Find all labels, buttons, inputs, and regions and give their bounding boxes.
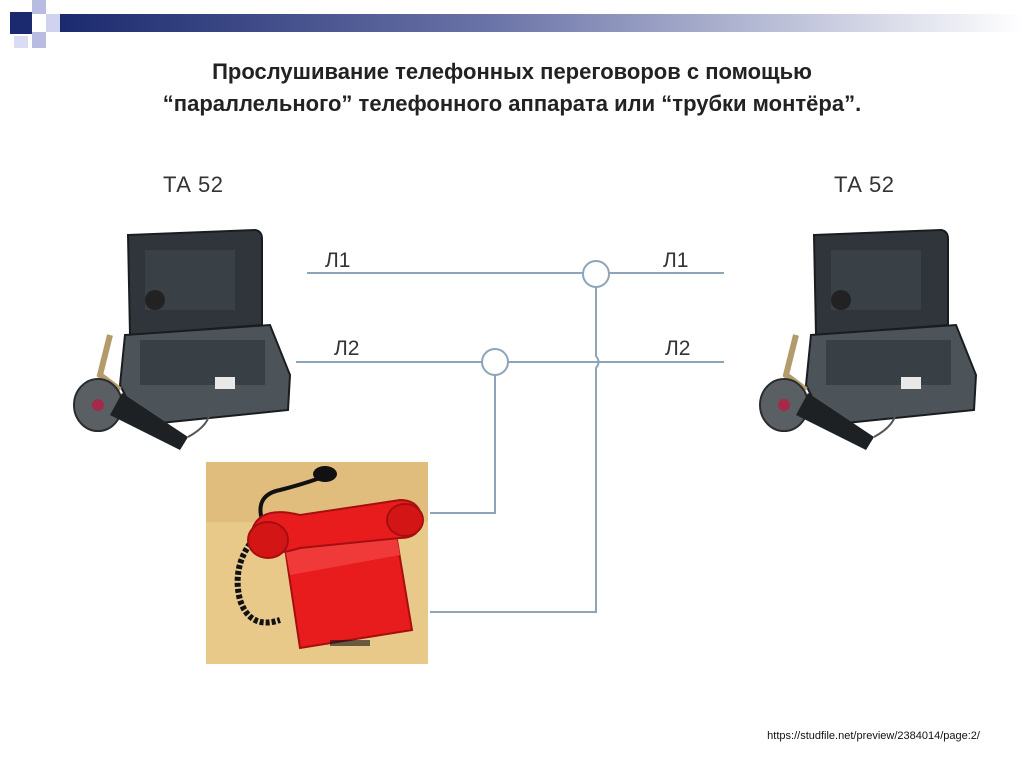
header-decoration bbox=[10, 0, 1024, 48]
left-phone-label: ТА 52 bbox=[163, 172, 224, 197]
line-label-l2-left: Л2 bbox=[334, 337, 360, 360]
junction-l2 bbox=[481, 348, 509, 376]
junction-l1 bbox=[582, 260, 610, 288]
line-label-l1-right: Л1 bbox=[663, 249, 689, 272]
source-link[interactable]: https://studfile.net/preview/2384014/pag… bbox=[767, 730, 980, 742]
tap-wire-l2 bbox=[430, 375, 496, 514]
left-field-phone-image bbox=[73, 228, 292, 450]
line-label-l1-left: Л1 bbox=[325, 249, 351, 272]
line-label-l2-right: Л2 bbox=[665, 337, 691, 360]
tap-wire-l1 bbox=[430, 287, 600, 613]
right-field-phone-image bbox=[759, 228, 978, 450]
title-line-2: “параллельного” телефонного аппарата или… bbox=[162, 91, 862, 116]
slide-title: Прослушивание телефонных переговоров с п… bbox=[0, 56, 1024, 120]
right-phone-label: ТА 52 bbox=[834, 172, 895, 197]
title-line-1: Прослушивание телефонных переговоров с п… bbox=[212, 59, 812, 84]
red-phone-image bbox=[206, 462, 428, 664]
